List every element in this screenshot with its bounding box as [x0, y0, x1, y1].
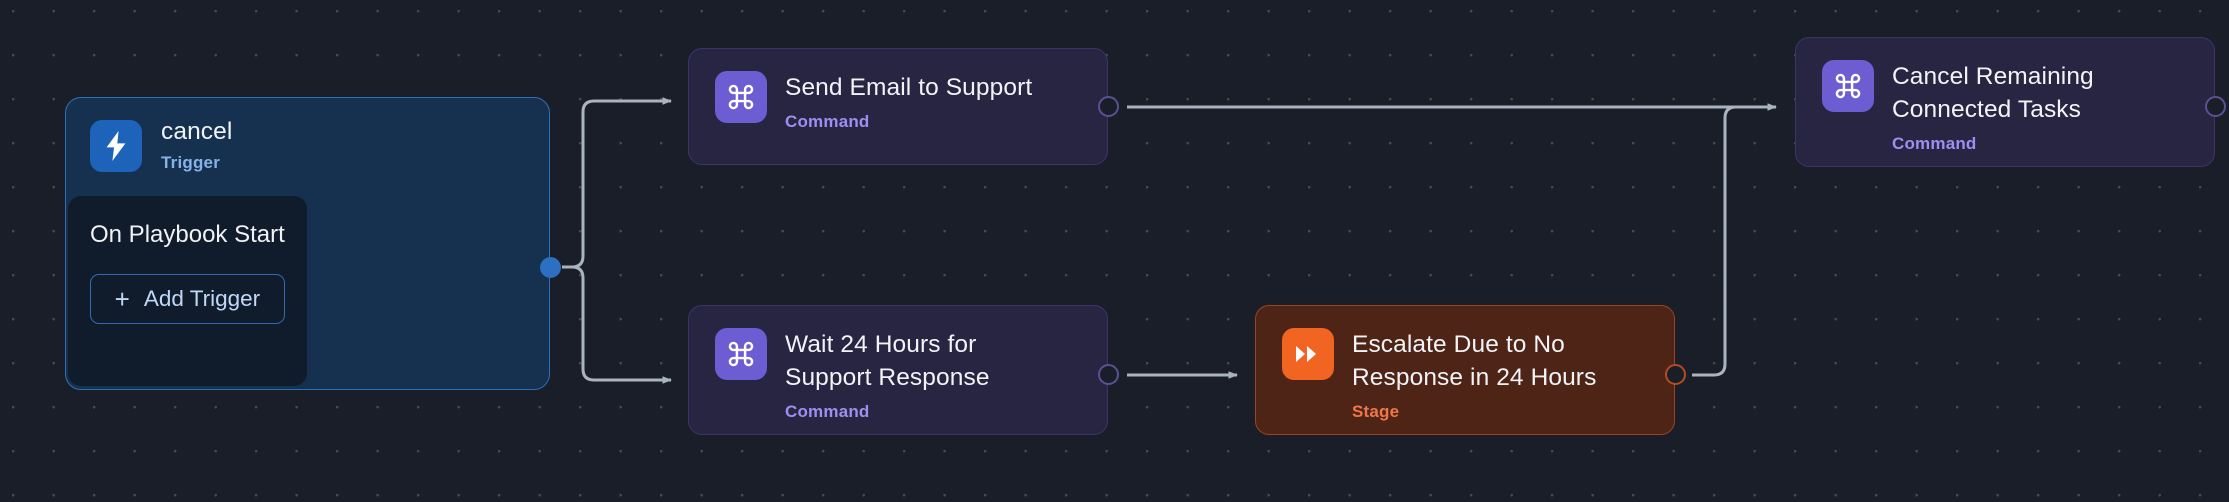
node-title: Wait 24 Hours for Support Response: [785, 331, 990, 391]
node-cancel-remaining-connected-tasks[interactable]: Cancel Remaining Connected Tasks Command: [1795, 37, 2215, 167]
node-subtitle: Command: [785, 402, 870, 421]
plus-icon: +: [114, 284, 130, 314]
node-title: Send Email to Support: [785, 74, 1033, 101]
trigger-output-port[interactable]: [540, 257, 561, 278]
node-text: Send Email to Support Command: [785, 71, 1032, 133]
command-icon: [715, 71, 767, 123]
wait-24-hours-output-port[interactable]: [1098, 364, 1119, 385]
add-trigger-button-label: Add Trigger: [143, 286, 261, 311]
node-subtitle: Stage: [1352, 402, 1400, 421]
escalate-output-port[interactable]: [1665, 364, 1686, 385]
node-title: Cancel Remaining Connected Tasks: [1892, 63, 2094, 123]
node-trigger-cancel[interactable]: cancel Trigger On Playbook Start + Add T…: [65, 97, 550, 390]
trigger-header: cancel Trigger: [66, 98, 256, 196]
double-chevron-icon: [1282, 328, 1334, 380]
trigger-title: cancel: [161, 118, 233, 145]
send-email-output-port[interactable]: [1098, 96, 1119, 117]
on-playbook-start-label: On Playbook Start: [90, 221, 285, 248]
cancel-remaining-output-port[interactable]: [2205, 96, 2226, 117]
edge-escalate-to-cancel-remaining: [1692, 105, 1776, 377]
node-text: Cancel Remaining Connected Tasks Command: [1892, 60, 2094, 155]
add-trigger-button[interactable]: + Add Trigger: [90, 274, 285, 324]
node-subtitle: Command: [1892, 134, 1977, 153]
node-wait-24-hours-for-support-response[interactable]: Wait 24 Hours for Support Response Comma…: [688, 305, 1108, 435]
node-title: Escalate Due to No Response in 24 Hours: [1352, 331, 1597, 391]
node-subtitle: Command: [785, 112, 870, 131]
trigger-body-row: On Playbook Start: [90, 216, 285, 250]
lightning-bolt-icon: [90, 120, 142, 172]
edge-trigger-to-wait-24-hours: [562, 265, 672, 384]
node-text: Escalate Due to No Response in 24 Hours …: [1352, 328, 1596, 423]
command-icon: [715, 328, 767, 380]
trigger-subtitle: Trigger: [161, 153, 221, 172]
node-escalate-due-to-no-response-in-24-hours[interactable]: Escalate Due to No Response in 24 Hours …: [1255, 305, 1675, 435]
trigger-body-panel: On Playbook Start + Add Trigger: [68, 196, 307, 386]
trigger-header-text: cancel Trigger: [161, 118, 232, 174]
node-text: Wait 24 Hours for Support Response Comma…: [785, 328, 990, 423]
edge-trigger-to-send-email: [562, 97, 672, 269]
node-send-email-to-support[interactable]: Send Email to Support Command: [688, 48, 1108, 165]
command-icon: [1822, 60, 1874, 112]
